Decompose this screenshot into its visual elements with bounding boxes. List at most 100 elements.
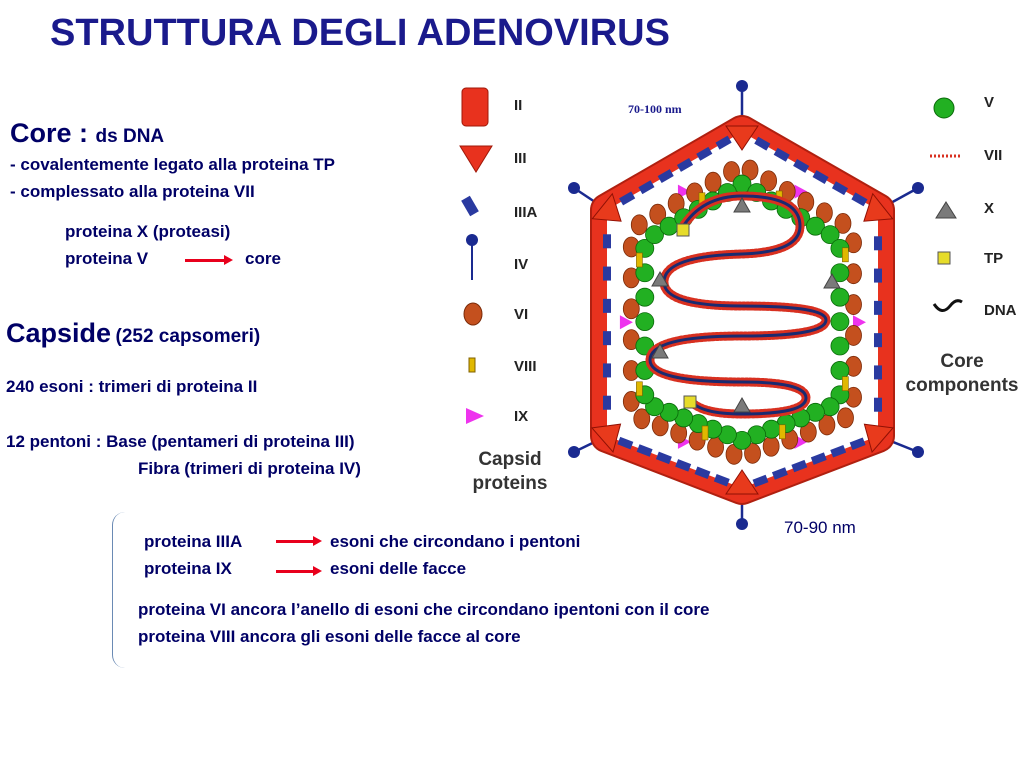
capsid-caption-1: Capsid (478, 449, 542, 470)
core-line-2: - complessato alla proteina VII (10, 182, 255, 201)
protein-iiia (851, 192, 868, 207)
legend-label-tp: TP (984, 250, 1004, 267)
viii-line: proteina VIII ancora gli esoni delle fac… (138, 627, 521, 646)
protein-iiia (771, 467, 788, 480)
legend-label-dna: DNA (984, 302, 1017, 319)
protein-iiia (752, 474, 769, 488)
protein-viii (636, 252, 643, 268)
fiber-knob (736, 80, 748, 92)
core-heading: Core : (10, 118, 89, 148)
protein-iiia (617, 436, 634, 450)
protein-ix (794, 184, 808, 199)
protein-x (651, 270, 669, 287)
capsid-heading-row: Capside (252 capsomeri) (6, 318, 260, 349)
legend-icon-tp (937, 251, 951, 265)
protein-iiia (636, 444, 653, 457)
protein-v (806, 216, 825, 236)
protein-vi (723, 161, 740, 182)
protein-viii (842, 376, 849, 391)
ix-text: esoni delle facce (330, 559, 467, 578)
legend-icon-iiia (461, 195, 479, 217)
protein-iiia (676, 157, 694, 172)
legend-label-ix: IX (514, 408, 529, 425)
legend-label-iv: IV (514, 256, 529, 273)
protein-iiia (603, 266, 611, 281)
protein-iiia (874, 365, 882, 380)
protein-vi (633, 408, 651, 430)
pentons-line-2: Fibra (trimeri di proteina IV) (138, 459, 361, 478)
legend-label-vii: VII (984, 147, 1003, 164)
fiber-knob (912, 182, 924, 194)
legend-label-iii: III (514, 150, 527, 167)
protein-v (830, 336, 850, 356)
core-subheading: ds DNA (95, 126, 165, 147)
capsid-caption-2: proteins (472, 473, 548, 494)
legend-label-iiia: IIIA (514, 204, 538, 221)
penton-base (591, 192, 622, 222)
protein-iiia (657, 169, 674, 184)
capsid-subheading: (252 capsomeri) (115, 326, 261, 347)
protein-iiia (830, 444, 847, 458)
fiber-knob (912, 446, 924, 458)
legend-icon-vi (463, 302, 483, 326)
legend-icon-v (933, 97, 955, 119)
penton-base (590, 423, 622, 454)
protein-vi (837, 407, 854, 429)
notes-bracket (112, 512, 125, 668)
protein-iiia (603, 298, 611, 313)
legend-label-vi: VI (514, 306, 529, 323)
protein-vi (762, 435, 780, 457)
protein-v-target: core (245, 249, 281, 268)
protein-iiia (675, 459, 692, 472)
protein-ix (677, 184, 691, 199)
protein-iiia (773, 147, 790, 162)
iiia-label: proteina IIIA (144, 532, 243, 551)
fiber-knob (568, 446, 580, 458)
protein-v (635, 287, 655, 307)
protein-viii (701, 425, 709, 441)
legend-label-viii: VIII (514, 358, 537, 375)
protein-x (733, 396, 751, 413)
iiia-arrow (276, 536, 322, 546)
capsid-caption: Capsid proteins (470, 448, 550, 496)
penton-base (863, 192, 894, 222)
size-label-top: 70-100 nm (628, 102, 682, 116)
dna-strand (648, 194, 828, 416)
protein-x (733, 196, 751, 213)
core-caption-1: Core (940, 351, 984, 372)
protein-vi (760, 170, 778, 192)
legend-icon-hexon (461, 87, 489, 127)
legend-icon-viii (468, 357, 476, 373)
fiber-knob (736, 518, 748, 530)
protein-iiia (793, 158, 810, 173)
legend-icon-fiber-knob (466, 234, 478, 246)
protein-iiia (696, 146, 713, 161)
protein-iiia (655, 451, 672, 465)
iiia-text: esoni che circondano i pentoni (330, 532, 581, 551)
penton-base (725, 125, 759, 151)
protein-iiia (874, 268, 882, 283)
protein-iiia (849, 437, 866, 451)
protein-iiia (791, 459, 808, 473)
protein-vi (630, 214, 648, 236)
penton-base (725, 469, 759, 495)
ix-arrow (276, 566, 322, 576)
vi-line: proteina VI ancora l’anello di esoni che… (138, 600, 710, 619)
capsid-heading: Capside (6, 318, 112, 348)
protein-iiia (638, 180, 655, 195)
core-heading-row: Core : ds DNA (10, 118, 164, 149)
protein-iiia (812, 170, 829, 185)
protein-x (823, 272, 841, 289)
protein-v (830, 263, 850, 283)
protein-vi (651, 415, 669, 437)
protein-iiia (810, 452, 827, 465)
protein-iiia (603, 234, 611, 249)
protein-iiia (603, 331, 611, 346)
core-caption: Core components (900, 350, 1024, 398)
legend-icon-penton-base (459, 145, 493, 173)
protein-v (635, 312, 655, 332)
protein-x-text: proteina X (proteasi) (65, 222, 231, 241)
legend-icon-x (935, 201, 957, 219)
protein-vi (834, 212, 852, 234)
